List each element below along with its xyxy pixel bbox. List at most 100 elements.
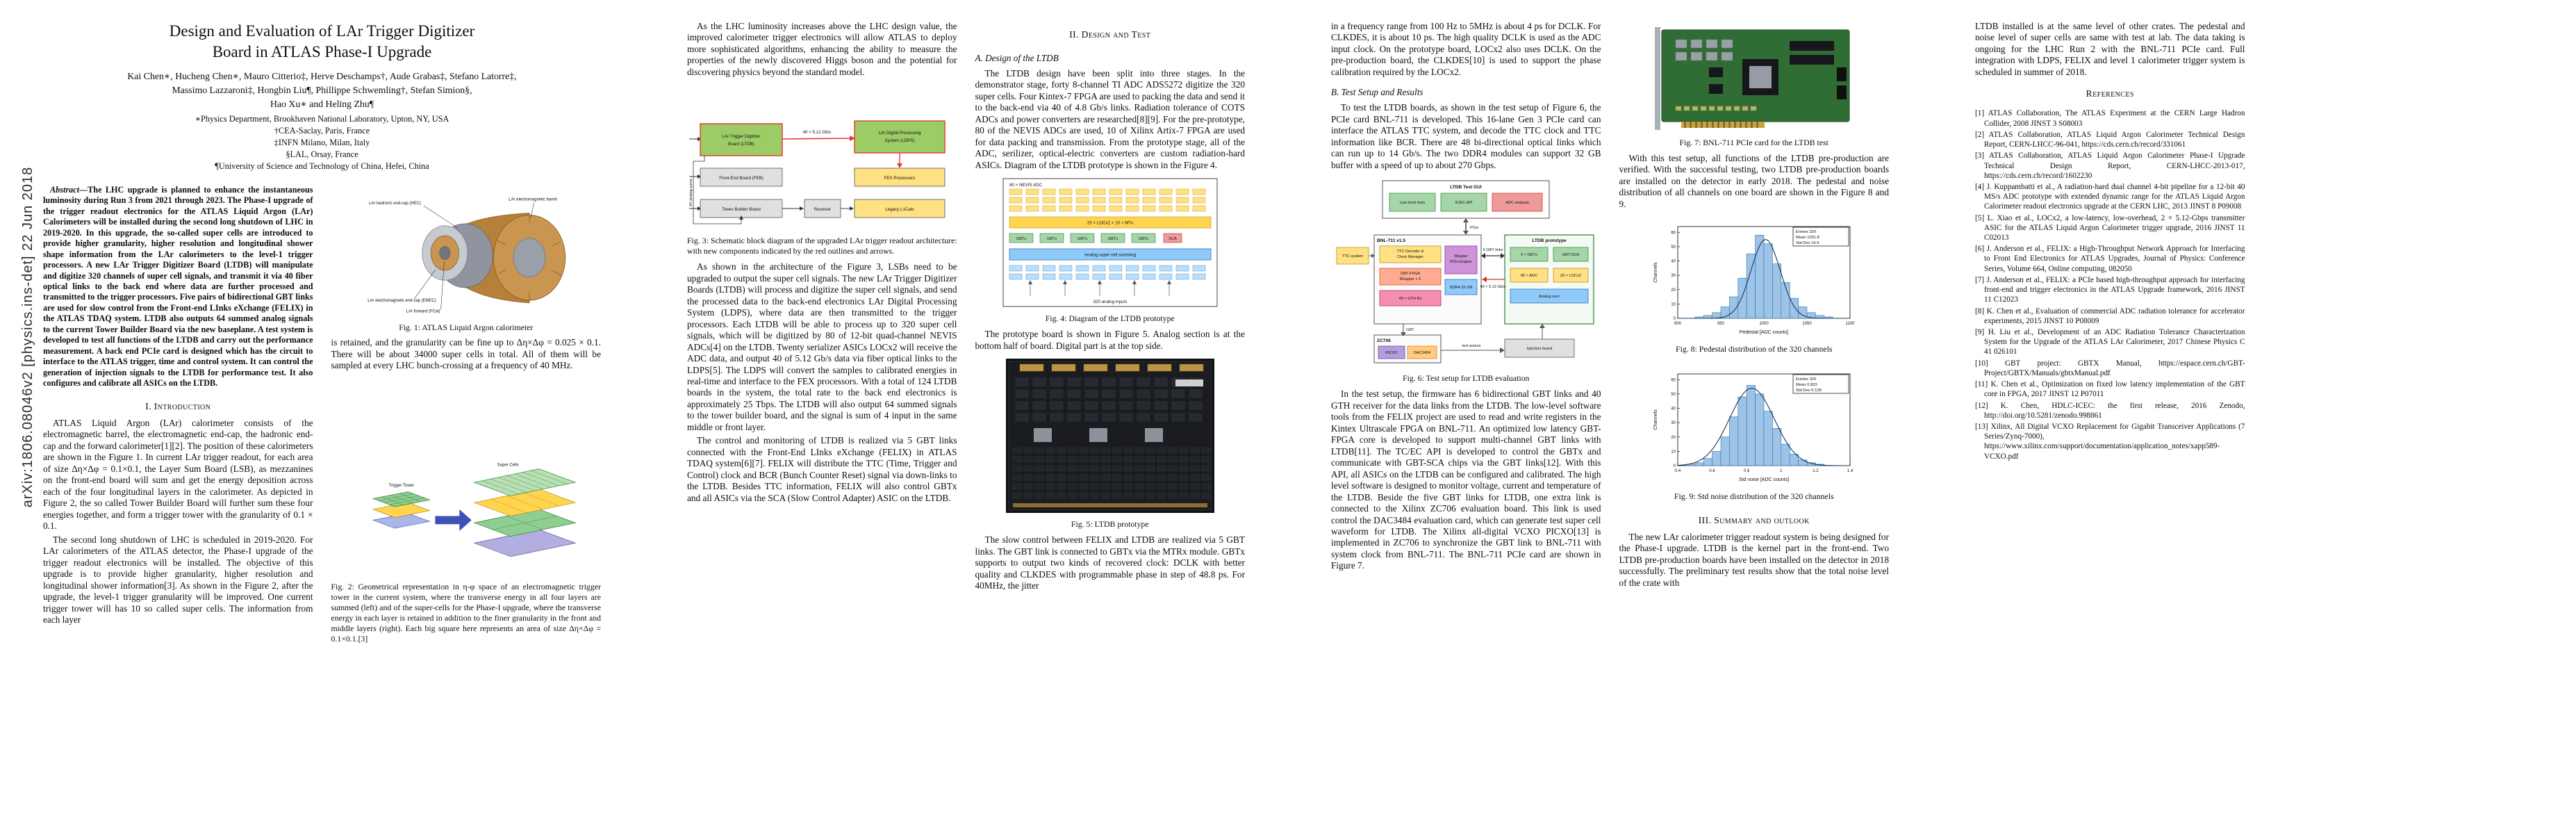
reference-item: [7] J. Anderson et al., FELIX: a PCIe ba… [1975, 275, 2245, 304]
page-4: LTDB installed is at the same level of o… [1932, 0, 2576, 834]
figure-5: Fig. 5: LTDB prototype [975, 359, 1246, 530]
authors-block: Kai Chen∗, Hucheng Chen∗, Mauro Citterio… [0, 70, 644, 111]
paragraph-control: The control and monitoring of LTDB is re… [687, 435, 957, 503]
paragraph-slow-control-b: in a frequency range from 100 Hz to 5MHz… [1331, 21, 1601, 77]
fig4-label-locx2: 20 × LOCx2 + 10 × MTx [1087, 221, 1134, 226]
svg-text:20: 20 [1671, 436, 1676, 440]
page-4-right-column [2263, 21, 2534, 660]
affiliation-2: †CEA-Saclay, Paris, France [274, 125, 370, 136]
svg-text:0.4: 0.4 [1675, 469, 1681, 473]
fig6-gbt-label: GBT [1406, 328, 1414, 332]
svg-text:Std Dev 16.9: Std Dev 16.9 [1796, 241, 1819, 245]
fig1-label-hec: LAr hadronic end-cap (HEC) [369, 202, 421, 206]
authors-line-3: Hao Xu∗ and Heling Zhu¶ [270, 98, 374, 109]
svg-text:1.2: 1.2 [1813, 469, 1819, 473]
svg-text:0.6: 0.6 [1709, 469, 1715, 473]
figure-3-image: LAr Trigger Digitizer Board (LTDB) Front… [689, 120, 946, 224]
svg-text:Std Dev 0.128: Std Dev 0.128 [1796, 389, 1822, 393]
reference-item: [9] H. Liu et al., Development of an ADC… [1975, 328, 2245, 357]
figure-7-caption: Fig. 7: BNL-711 PCIe card for the LTDB t… [1679, 138, 1828, 147]
fig7-edge-fingers [1683, 122, 1758, 128]
page-3-left-column: in a frequency range from 100 Hz to 5MHz… [1331, 21, 1601, 660]
page-4-left-column: LTDB installed is at the same level of o… [1975, 21, 2245, 660]
y-axis-label: Channels [1653, 409, 1658, 430]
svg-text:PICXO: PICXO [1386, 351, 1398, 355]
svg-text:Receiver: Receiver [814, 207, 831, 212]
section-heading-introduction: I. Introduction [145, 400, 211, 411]
page-3-right-column: Fig. 7: BNL-711 PCIe card for the LTDB t… [1619, 21, 1890, 660]
svg-text:950: 950 [1717, 322, 1725, 326]
gaussian-fit [1677, 239, 1850, 319]
page-2-left-column: As the LHC luminosity increases above th… [687, 21, 957, 660]
svg-text:1050: 1050 [1802, 322, 1812, 326]
page-3: in a frequency range from 100 Hz to 5MHz… [1288, 0, 1932, 834]
svg-text:Tower Builder Board: Tower Builder Board [722, 207, 761, 212]
svg-text:0: 0 [1673, 317, 1676, 321]
svg-text:10: 10 [1671, 450, 1676, 455]
figure-1-annotations: LAr hadronic end-cap (HEC) LAr electroma… [368, 197, 557, 313]
fig6-gbt-links-label: 5 GBT links [1483, 248, 1503, 252]
svg-text:Legacy L1Calo: Legacy L1Calo [886, 207, 915, 212]
title-block: Design and Evaluation of LAr Trigger Dig… [0, 21, 644, 172]
paragraph-verified: With this test setup, all functions of t… [1619, 152, 1890, 209]
reference-item: [8] K. Chen et al., Evaluation of commer… [1975, 306, 2245, 325]
svg-text:Clock Manager: Clock Manager [1397, 255, 1423, 259]
svg-text:LAr Trigger Digitizer: LAr Trigger Digitizer [723, 134, 761, 139]
section-heading-design: II. Design and Test [1069, 29, 1151, 40]
fig4-gbtx-row: GBTx GBTx GBTx GBTx GBTx SCA [1009, 234, 1182, 243]
reference-item: [4] J. Kuppambatti et al., A radiation-h… [1975, 182, 2245, 211]
svg-text:DDR4 32 GB: DDR4 32 GB [1450, 286, 1473, 290]
fig3-block-receiver: Receiver [804, 199, 841, 218]
svg-text:40: 40 [1671, 407, 1676, 411]
svg-text:Mean 1001.8: Mean 1001.8 [1796, 236, 1819, 240]
histogram-bars [1694, 235, 1833, 319]
section-heading-summary: III. Summary and outlook [1698, 515, 1810, 525]
affiliations-block: ∗Physics Department, Brookhaven National… [0, 113, 644, 172]
fig3-link-label: 40 × 5.12 Gb/s [803, 130, 832, 135]
svg-text:80 × ADC: 80 × ADC [1521, 274, 1537, 278]
svg-text:0.8: 0.8 [1744, 469, 1750, 473]
figure-1-image: LAr hadronic end-cap (HEC) LAr electroma… [368, 197, 565, 313]
svg-text:10: 10 [1671, 303, 1676, 307]
paragraph-intro-1: ATLAS Liquid Argon (LAr) calorimeter con… [43, 417, 313, 532]
svg-text:50: 50 [1671, 393, 1676, 397]
svg-text:DAC3484: DAC3484 [1414, 351, 1430, 355]
reference-item: [13] Xilinx, All Digital VCXO Replacemen… [1975, 422, 2245, 461]
svg-text:20 × LOCx2: 20 × LOCx2 [1560, 274, 1581, 278]
svg-text:1.4: 1.4 [1847, 469, 1853, 473]
svg-text:Wrapper × 6: Wrapper × 6 [1400, 277, 1421, 281]
page-1-left-column: Abstract—The LHC upgrade is planned to e… [43, 185, 313, 649]
reference-item: [1] ATLAS Collaboration, The ATLAS Exper… [1975, 109, 2245, 128]
svg-text:GBTx: GBTx [1108, 237, 1118, 241]
svg-text:GBT-SCA: GBT-SCA [1562, 253, 1580, 257]
svg-text:Mean 0.833: Mean 0.833 [1796, 383, 1817, 387]
fig6-ttc-box: TTC system [1336, 247, 1369, 265]
svg-text:Entries 320: Entries 320 [1796, 230, 1816, 234]
svg-text:Board (LTDB): Board (LTDB) [728, 142, 754, 147]
svg-text:ADC analysis: ADC analysis [1505, 201, 1529, 205]
svg-text:40: 40 [1671, 260, 1676, 264]
figure-5-image [1005, 359, 1214, 514]
svg-text:PCIe Engine: PCIe Engine [1451, 260, 1472, 264]
svg-text:1: 1 [1780, 469, 1783, 473]
figure-7-image [1654, 27, 1850, 130]
figure-4: 80 × NEVIS ADC 20 × LOCx2 + 10 × MTx GBT… [975, 178, 1246, 324]
svg-text:50: 50 [1671, 245, 1676, 250]
x-axis-label: Pedestal [ADC counts] [1740, 330, 1788, 335]
fig6-zc706-box: ZC706 PICXO DAC3484 [1373, 334, 1442, 363]
svg-text:Injection board: Injection board [1527, 347, 1553, 351]
fig3-block-l1calo: Legacy L1Calo [854, 199, 946, 218]
svg-text:GBT-FPGA: GBT-FPGA [1401, 272, 1421, 276]
fig2-label-super-cells: Super Cells [497, 464, 518, 468]
paragraph-intro-2: The second long shutdown of LHC is sched… [43, 534, 313, 626]
paragraph-test-setup: To test the LTDB boards, as shown in the… [1331, 102, 1601, 170]
fig6-injection-box: Injection board [1504, 338, 1575, 358]
abstract-text: The LHC upgrade is planned to enhance th… [43, 184, 313, 389]
fig4-label-adc: 80 × NEVIS ADC [1009, 183, 1042, 188]
reference-list: [1] ATLAS Collaboration, The ATLAS Exper… [1975, 108, 2245, 462]
reference-item: [10] GBT project: GBTX Manual, https://e… [1975, 359, 2245, 377]
page-2-right-column: II. Design and Test A. Design of the LTD… [975, 21, 1246, 660]
fig1-label-barrel: LAr electromagnetic barrel [509, 197, 556, 202]
